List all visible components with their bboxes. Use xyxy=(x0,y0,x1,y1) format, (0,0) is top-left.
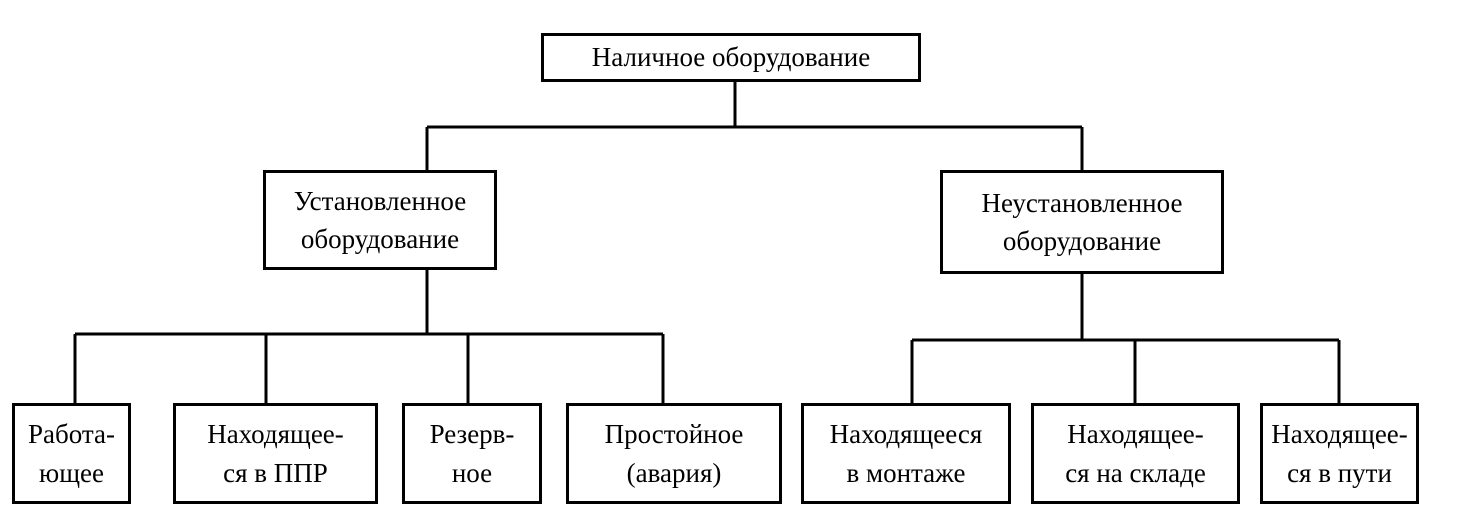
node-installed: Установленное оборудование xyxy=(263,170,497,270)
node-idle: Простойное (авария) xyxy=(566,403,782,504)
node-uninstalled-label: Неустановленное оборудование xyxy=(981,187,1183,256)
node-in-transit-label: Находящее- ся в пути xyxy=(1271,419,1408,488)
node-reserve-label: Резерв- ное xyxy=(429,419,515,488)
node-root: Наличное оборудование xyxy=(541,33,921,82)
node-uninstalled: Неустановленное оборудование xyxy=(940,170,1224,274)
node-in-transit: Находящее- ся в пути xyxy=(1260,403,1419,504)
node-root-label: Наличное оборудование xyxy=(591,42,871,73)
node-in-warehouse: Находящее- ся на складе xyxy=(1031,403,1240,504)
node-installed-label: Установленное оборудование xyxy=(293,185,467,254)
node-in-warehouse-label: Находящее- ся на складе xyxy=(1065,419,1206,488)
node-in-repair: Находящее- ся в ППР xyxy=(173,403,378,504)
node-idle-label: Простойное (авария) xyxy=(604,419,744,488)
node-in-assembly: Находящееся в монтаже xyxy=(801,403,1011,504)
node-in-assembly-label: Находящееся в монтаже xyxy=(829,419,983,488)
node-reserve: Резерв- ное xyxy=(402,403,542,504)
node-working-label: Работа- ющее xyxy=(28,419,115,488)
node-working: Работа- ющее xyxy=(12,403,131,504)
node-in-repair-label: Находящее- ся в ППР xyxy=(207,419,344,488)
